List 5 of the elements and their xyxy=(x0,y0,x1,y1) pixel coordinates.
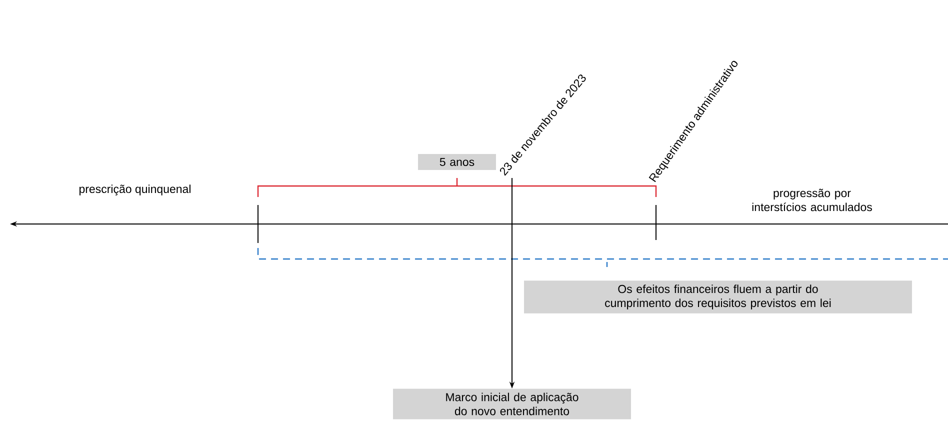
period-label: prescrição quinquenal xyxy=(80,184,190,196)
duration-box: 5 anos xyxy=(418,154,496,170)
note-box: Os efeitos financeiros fluem a partir do cumprimento dos requisitos previstos em lei xyxy=(524,280,912,314)
period-label: progressão por interstícios acumulados xyxy=(752,188,872,212)
note-box: Marco inicial de aplicação do novo entendimento xyxy=(393,388,631,420)
